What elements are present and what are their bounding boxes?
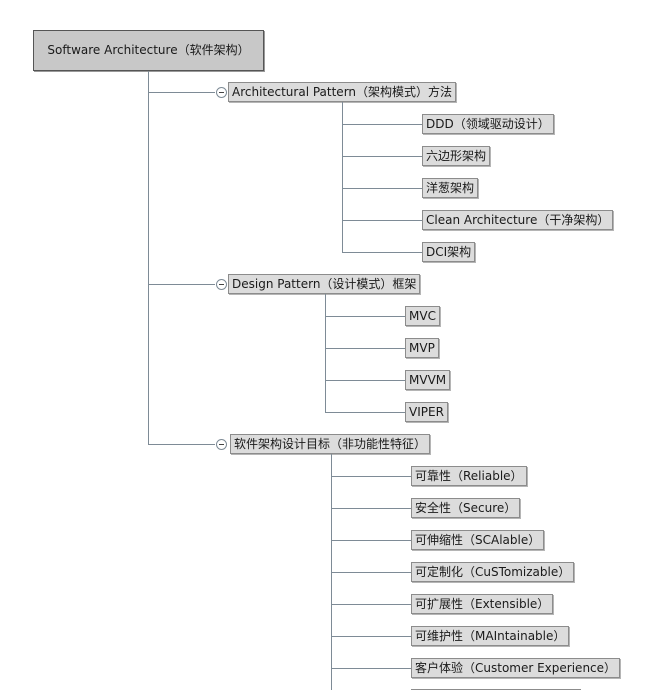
leaf-connector <box>331 604 411 605</box>
leaf-onion[interactable]: 洋葱架构 <box>422 178 479 198</box>
leaf-reliable[interactable]: 可靠性（Reliable） <box>411 466 527 486</box>
leaf-customizable[interactable]: 可定制化（CuSTomizable） <box>411 562 575 582</box>
collapse-icon[interactable] <box>216 439 227 450</box>
branch-3-connector <box>148 444 215 445</box>
root-trunk <box>148 71 149 444</box>
leaf-mvvm[interactable]: MVVM <box>405 370 451 390</box>
branch-1-connector <box>148 92 215 93</box>
leaf-extensible[interactable]: 可扩展性（Extensible） <box>411 594 554 614</box>
leaf-maintainable[interactable]: 可维护性（MAIntainable） <box>411 626 570 646</box>
leaf-connector <box>325 380 405 381</box>
leaf-mvp[interactable]: MVP <box>405 338 439 358</box>
branch-1-trunk <box>342 102 343 252</box>
leaf-connector <box>342 124 422 125</box>
collapse-icon[interactable] <box>216 87 227 98</box>
leaf-connector <box>325 348 405 349</box>
leaf-customer-experience[interactable]: 客户体验（Customer Experience） <box>411 658 621 678</box>
branch-design-pattern[interactable]: Design Pattern（设计模式）框架 <box>228 274 421 294</box>
collapse-icon[interactable] <box>216 279 227 290</box>
leaf-viper[interactable]: VIPER <box>405 402 448 422</box>
leaf-connector <box>331 668 411 669</box>
leaf-hexagonal[interactable]: 六边形架构 <box>422 146 491 166</box>
leaf-connector <box>331 476 411 477</box>
leaf-connector <box>331 540 411 541</box>
leaf-connector <box>342 156 422 157</box>
leaf-connector <box>331 572 411 573</box>
leaf-clean-architecture[interactable]: Clean Architecture（干净架构） <box>422 210 614 230</box>
root-node[interactable]: Software Architecture（软件架构） <box>33 30 264 71</box>
leaf-connector <box>325 316 405 317</box>
leaf-scalable[interactable]: 可伸缩性（SCAlable） <box>411 530 545 550</box>
leaf-connector <box>325 412 405 413</box>
leaf-connector <box>342 220 422 221</box>
leaf-ddd[interactable]: DDD（领域驱动设计） <box>422 114 554 134</box>
branch-2-trunk <box>325 294 326 412</box>
leaf-secure[interactable]: 安全性（Secure） <box>411 498 521 518</box>
leaf-connector <box>342 252 422 253</box>
branch-2-connector <box>148 284 215 285</box>
branch-design-goals[interactable]: 软件架构设计目标（非功能性特征） <box>230 434 431 454</box>
leaf-connector <box>331 508 411 509</box>
leaf-dci[interactable]: DCI架构 <box>422 242 476 262</box>
leaf-mvc[interactable]: MVC <box>405 306 440 326</box>
leaf-connector <box>331 636 411 637</box>
leaf-connector <box>342 188 422 189</box>
branch-architectural-pattern[interactable]: Architectural Pattern（架构模式）方法 <box>228 82 457 102</box>
